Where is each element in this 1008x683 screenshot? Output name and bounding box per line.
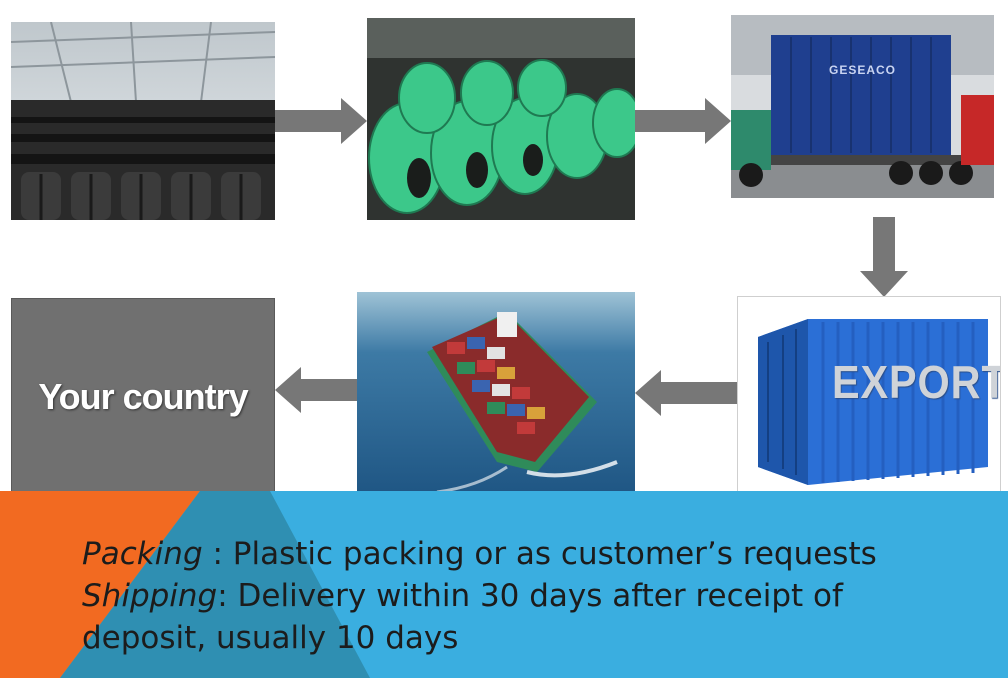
shipping-line-2: deposit, usually 10 days — [82, 617, 982, 659]
packing-text: : Plastic packing or as customer’s reque… — [203, 536, 877, 572]
arrow-left-1 — [635, 370, 737, 416]
shipping-label: Shipping — [82, 578, 217, 614]
container-truck-photo: GESEACO — [731, 15, 994, 198]
export-label: EXPORT — [832, 355, 1001, 409]
destination-label: Your country — [38, 376, 247, 418]
tire-warehouse-photo — [11, 22, 275, 220]
packing-label: Packing — [82, 536, 203, 572]
arrow-left-2 — [275, 367, 357, 413]
cargo-ship-photo — [357, 292, 635, 494]
shipping-line: Shipping: Delivery within 30 days after … — [82, 575, 982, 617]
export-container-photo: EXPORT — [737, 296, 1001, 496]
packed-tires-photo — [367, 18, 635, 220]
shipping-info: Packing : Plastic packing or as customer… — [82, 533, 982, 659]
arrow-right-1 — [275, 98, 367, 144]
packing-line: Packing : Plastic packing or as customer… — [82, 533, 982, 575]
arrow-down — [860, 217, 908, 297]
arrow-right-2 — [635, 98, 731, 144]
shipping-text: : Delivery within 30 days after receipt … — [217, 578, 843, 614]
truck-brand-text: GESEACO — [829, 63, 896, 77]
destination-box: Your country — [11, 298, 275, 495]
